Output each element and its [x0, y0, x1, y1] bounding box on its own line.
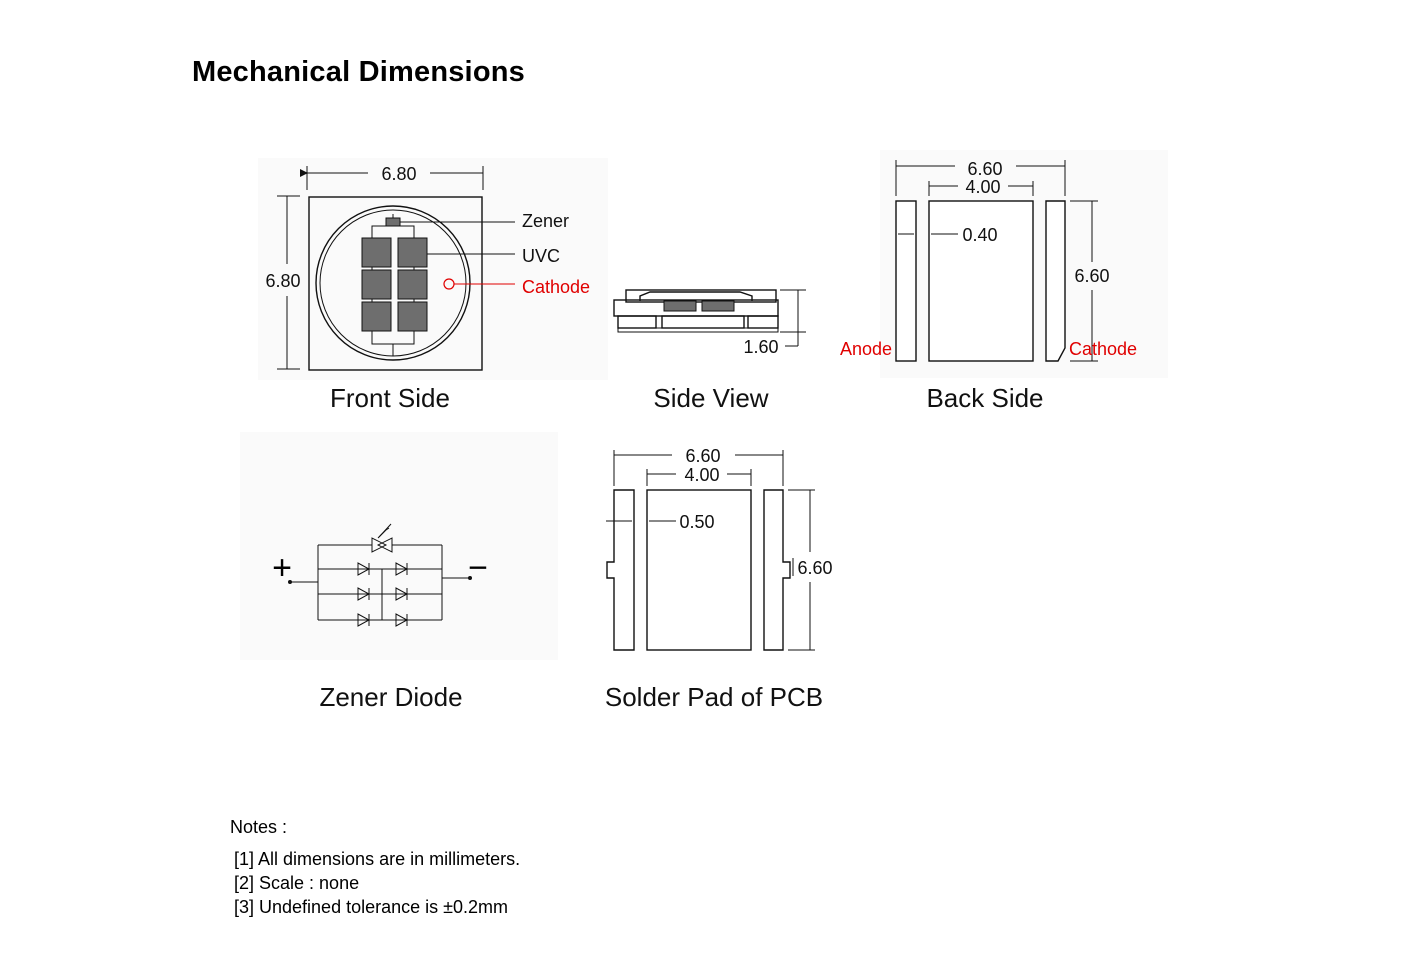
solder-overall-width-dim: 6.60	[685, 446, 720, 466]
solder-right-pad	[763, 489, 791, 651]
note-item: [2] Scale : none	[234, 873, 360, 893]
solder-pad-view: 6.60 4.00 0.50 6.60 Solder Pad of PCB	[605, 446, 833, 712]
back-side-label: Back Side	[926, 383, 1043, 413]
diode-row	[318, 562, 442, 576]
solder-height-dim: 6.60	[797, 558, 832, 578]
diode-row	[318, 587, 442, 601]
uvc-callout: UVC	[522, 246, 560, 266]
minus-terminal: −	[468, 549, 488, 587]
solder-left-pad	[606, 489, 635, 651]
zener-diode-schematic: + −	[272, 523, 488, 712]
zener-callout: Zener	[522, 211, 569, 231]
back-anode-pad	[895, 200, 917, 362]
zener-diode-label: Zener Diode	[319, 682, 462, 712]
back-gap-dim: 0.40	[962, 225, 997, 245]
uvc-chip	[361, 237, 392, 268]
anode-label: Anode	[840, 339, 892, 359]
back-cathode-pad	[1045, 200, 1066, 362]
back-height-dim: 6.60	[1074, 266, 1109, 286]
plus-terminal: +	[272, 549, 292, 587]
front-width-dim: 6.80	[381, 164, 416, 184]
solder-center-pad	[646, 489, 752, 651]
note-item: [3] Undefined tolerance is ±0.2mm	[234, 897, 509, 917]
front-panel-bg	[258, 158, 608, 380]
back-cathode-label: Cathode	[1069, 339, 1137, 359]
solder-gap-dim: 0.50	[679, 512, 714, 532]
side-thickness-dim: 1.60	[743, 337, 778, 357]
page-title: Mechanical Dimensions	[192, 56, 525, 88]
front-side-view: 6.80 6.80 Zener UVC Cathode Fro	[265, 164, 590, 413]
diode-row	[318, 613, 442, 627]
cathode-callout: Cathode	[522, 277, 590, 297]
uvc-chip	[397, 301, 428, 332]
zener-panel-bg	[240, 432, 558, 660]
solder-pad-label: Solder Pad of PCB	[605, 682, 823, 712]
uvc-chip	[361, 301, 392, 332]
note-item: [1] All dimensions are in millimeters.	[234, 849, 521, 869]
front-height-dim: 6.80	[265, 271, 300, 291]
back-overall-width-dim: 6.60	[967, 159, 1002, 179]
solder-center-width-dim: 4.00	[684, 465, 719, 485]
back-side-view: 6.60 4.00 0.40 6.60 Anode Cathode Back S…	[840, 159, 1137, 413]
side-view: 1.60 Side View	[613, 289, 806, 413]
uvc-chip	[361, 269, 392, 300]
back-center-width-dim: 4.00	[965, 177, 1000, 197]
front-lens-circle	[315, 205, 471, 361]
uvc-chip	[397, 269, 428, 300]
notes-section: Notes : [1] All dimensions are in millim…	[230, 815, 520, 919]
uvc-chip	[397, 237, 428, 268]
front-zener-chip	[385, 217, 401, 227]
side-view-label: Side View	[653, 383, 768, 413]
notes-heading: Notes :	[230, 817, 288, 837]
front-side-label: Front Side	[330, 383, 450, 413]
back-center-pad	[928, 200, 1034, 362]
